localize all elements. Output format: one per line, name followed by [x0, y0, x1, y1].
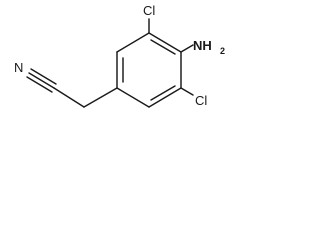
ring-bond-1	[148, 32, 182, 53]
bond-ch2-to-nitrile-c	[53, 87, 85, 108]
benzene-ring	[116, 32, 182, 108]
amino-nh-label: NH	[193, 38, 212, 53]
chlorine-top-label: Cl	[143, 3, 155, 18]
chemical-structure-diagram: N Cl Cl NH 2	[14, 3, 225, 108]
ring-bond-6	[116, 32, 150, 53]
ring-bond-3	[148, 87, 182, 108]
bond-ring-to-ch2	[83, 87, 118, 108]
bond-to-amino	[180, 44, 194, 53]
nitrile-nitrogen-label: N	[14, 60, 23, 75]
ring-inner-double-bond-2	[150, 85, 176, 101]
triple-bond-line-1	[28, 72, 55, 89]
ring-inner-double-bond-1	[150, 39, 176, 55]
amino-subscript-2: 2	[220, 46, 225, 56]
chlorine-bottom-label: Cl	[195, 93, 207, 108]
amino-group-label: NH 2	[193, 38, 225, 56]
bond-to-chlorine-bottom	[180, 87, 194, 96]
triple-bond-line-2	[30, 68, 57, 85]
triple-bond-line-3	[26, 76, 53, 93]
nitrile-triple-bond	[26, 68, 57, 93]
ring-bond-4	[116, 87, 150, 108]
